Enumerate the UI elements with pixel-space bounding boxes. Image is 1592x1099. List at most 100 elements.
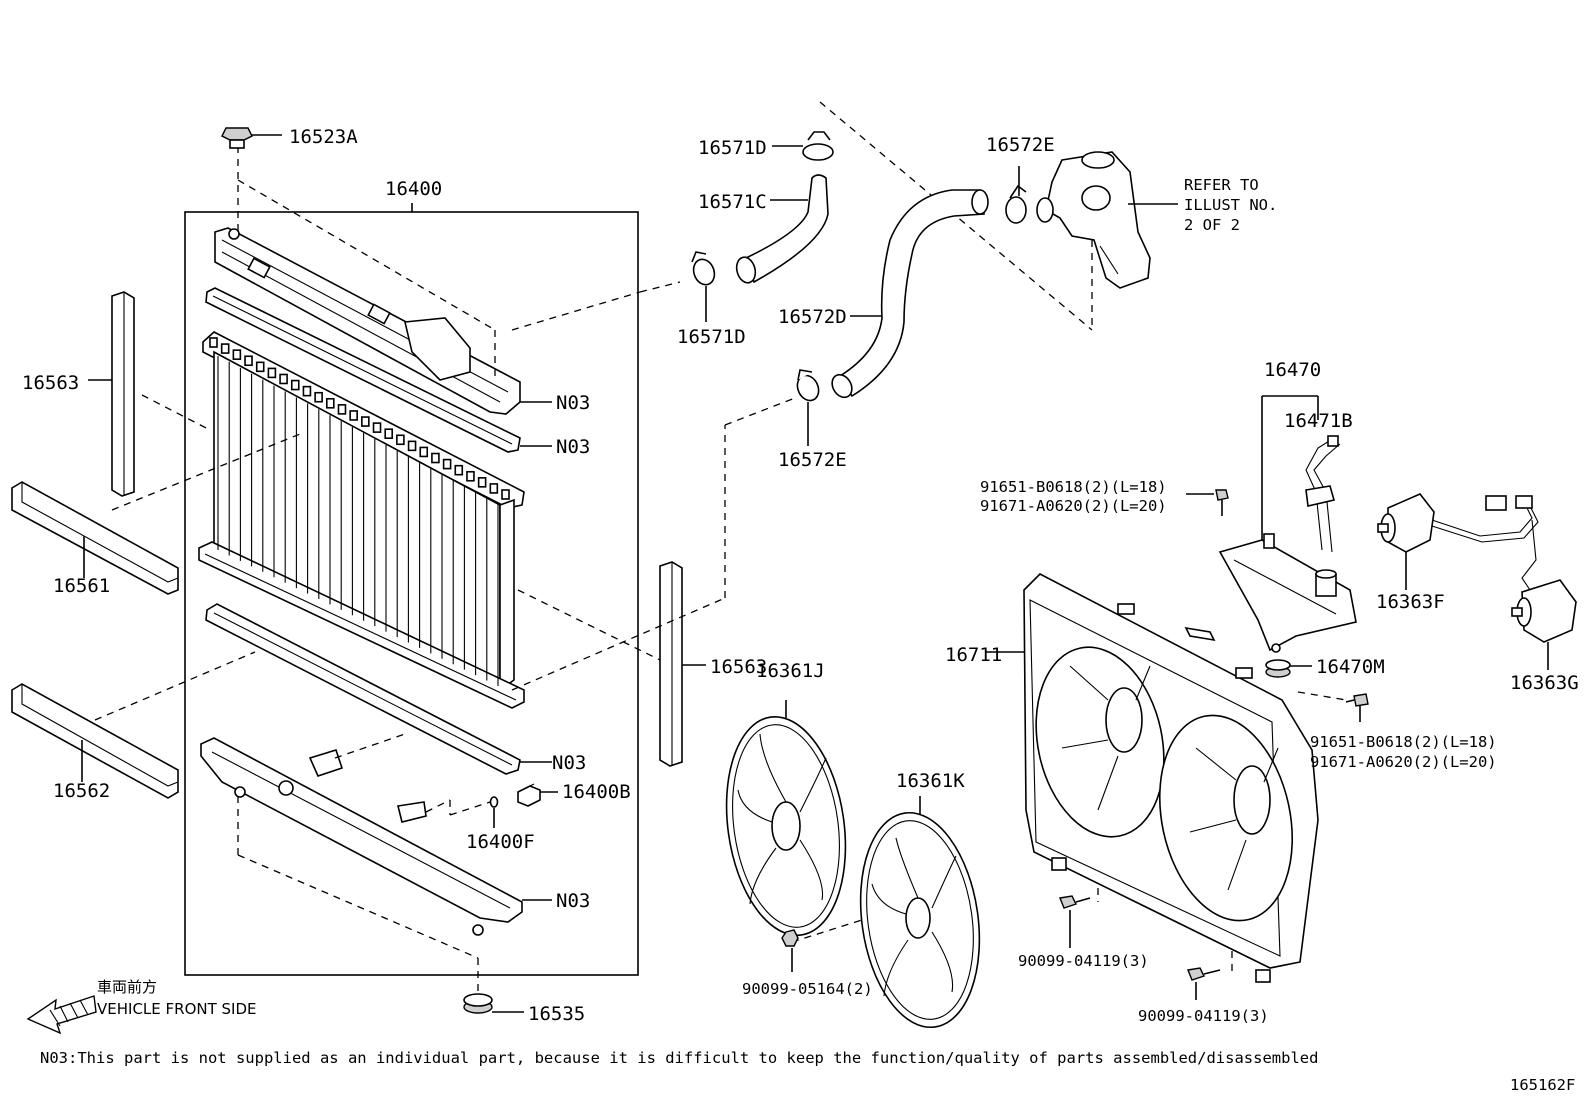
seal-16562 <box>11 683 179 799</box>
figure-id: 165162F <box>1510 1076 1575 1094</box>
core-tab <box>267 367 277 379</box>
label-refer-3: 2 OF 2 <box>1184 216 1240 234</box>
core-tab <box>431 452 440 464</box>
bolt-90099-04119-a <box>1059 895 1091 948</box>
label-16572E-top: 16572E <box>986 134 1055 156</box>
radiator-upper-tank <box>214 227 521 415</box>
label-16563-left: 16563 <box>22 372 79 394</box>
radiator-lower-tank <box>200 737 523 936</box>
label-bolt-upper-2: 91671-A0620(2)(L=20) <box>980 497 1167 515</box>
hose-16572D <box>831 189 989 399</box>
core-tab <box>396 434 405 446</box>
drain-cock-16400B <box>517 783 558 807</box>
hose-clamp-16571D-bottom <box>691 251 716 322</box>
seal-16563-right <box>659 561 683 767</box>
core-tab <box>466 470 475 482</box>
core-tab <box>372 422 382 433</box>
core-tab <box>220 343 230 354</box>
label-refer-1: REFER TO <box>1184 176 1259 194</box>
label-16363G: 16363G <box>1510 672 1579 694</box>
core-tab <box>244 355 253 367</box>
label-n03-4: N03 <box>556 890 590 912</box>
fan-16361K <box>859 796 981 1029</box>
fan-motor-16363G <box>1511 519 1577 670</box>
label-16470: 16470 <box>1264 359 1321 381</box>
label-90099-04119-b: 90099-04119(3) <box>1138 1007 1269 1025</box>
label-16363F: 16363F <box>1376 591 1445 613</box>
cushion-16535 <box>463 993 524 1014</box>
label-n03-2: N03 <box>556 436 590 458</box>
core-tab <box>314 391 323 403</box>
fan-16361J <box>725 700 847 937</box>
hose-clamp-16572E-bottom <box>796 369 820 446</box>
label-16523A: 16523A <box>289 126 358 148</box>
core-tab <box>209 337 218 348</box>
vehicle-front-arrow-icon <box>26 995 97 1035</box>
bolt-90099-04119-b <box>1187 967 1221 1000</box>
seal-16563-left <box>111 291 135 497</box>
label-16562: 16562 <box>53 780 110 802</box>
label-16400: 16400 <box>385 178 442 200</box>
label-90099-05164: 90099-05164(2) <box>742 980 873 998</box>
label-16361K: 16361K <box>896 770 965 792</box>
label-16571C: 16571C <box>698 191 767 213</box>
label-bolt-upper-1: 91651-B0618(2)(L=18) <box>980 478 1167 496</box>
label-n03-1: N03 <box>556 392 590 414</box>
label-16361J: 16361J <box>756 660 825 682</box>
core-tab <box>442 458 452 470</box>
hose-clamp-16572E-top <box>1005 166 1027 224</box>
cushion-16470M <box>1265 659 1312 678</box>
core-tab <box>489 483 499 494</box>
label-16561: 16561 <box>53 575 110 597</box>
lower-gasket <box>205 603 521 775</box>
core-tab <box>349 410 358 421</box>
core-tab <box>384 428 394 440</box>
label-bolt-lower-2: 91671-A0620(2)(L=20) <box>1310 753 1497 771</box>
core-tab <box>337 404 347 415</box>
radiator-core-fins <box>209 337 510 686</box>
label-16470M: 16470M <box>1316 656 1385 678</box>
o-ring-16400F <box>489 796 499 828</box>
seal-16561 <box>11 481 179 595</box>
label-16400F: 16400F <box>466 831 535 853</box>
core-tab <box>325 397 335 409</box>
core-tab <box>290 379 300 391</box>
core-tab <box>407 440 417 452</box>
label-16571D-bottom: 16571D <box>677 326 746 348</box>
core-tab <box>302 385 312 397</box>
core-tab <box>279 373 288 385</box>
fan-motor-16363F <box>1377 493 1539 590</box>
reservoir-tank-16470 <box>1218 533 1357 653</box>
label-n03-3: N03 <box>552 752 586 774</box>
label-16572D: 16572D <box>778 306 847 328</box>
label-16535: 16535 <box>528 1003 585 1025</box>
label-vehicle-front-jp: 車両前方 <box>97 978 157 996</box>
core-tab <box>232 349 242 360</box>
upper-gasket <box>205 287 521 453</box>
label-90099-04119-a: 90099-04119(3) <box>1018 952 1149 970</box>
radiator-core <box>198 331 525 709</box>
leader-16470 <box>1261 395 1319 540</box>
reservoir-hose-16471B <box>1305 435 1341 553</box>
nut-90099-05164 <box>781 929 799 972</box>
label-16563-right: 16563 <box>710 656 767 678</box>
label-vehicle-front-en: VEHICLE FRONT SIDE <box>97 1000 257 1018</box>
fan-shroud-16711 <box>986 573 1319 983</box>
hose-16571C <box>735 174 829 284</box>
core-tab <box>501 489 510 500</box>
bolt-lower-91651 <box>1345 693 1369 722</box>
core-tab <box>419 446 429 458</box>
label-16400B: 16400B <box>562 781 631 803</box>
radiator-cap-16523A <box>221 127 282 149</box>
label-16572E-bottom: 16572E <box>778 449 847 471</box>
water-outlet-housing <box>1036 151 1178 289</box>
core-tab <box>361 416 370 427</box>
label-16471B: 16471B <box>1284 410 1353 432</box>
label-refer-2: ILLUST NO. <box>1184 196 1277 214</box>
bolt-upper-91651 <box>1186 489 1229 516</box>
core-tab <box>454 464 464 476</box>
footnote-n03: N03:This part is not supplied as an indi… <box>40 1049 1318 1067</box>
core-tab <box>477 477 487 488</box>
hose-clamp-16571D-top <box>772 131 834 161</box>
